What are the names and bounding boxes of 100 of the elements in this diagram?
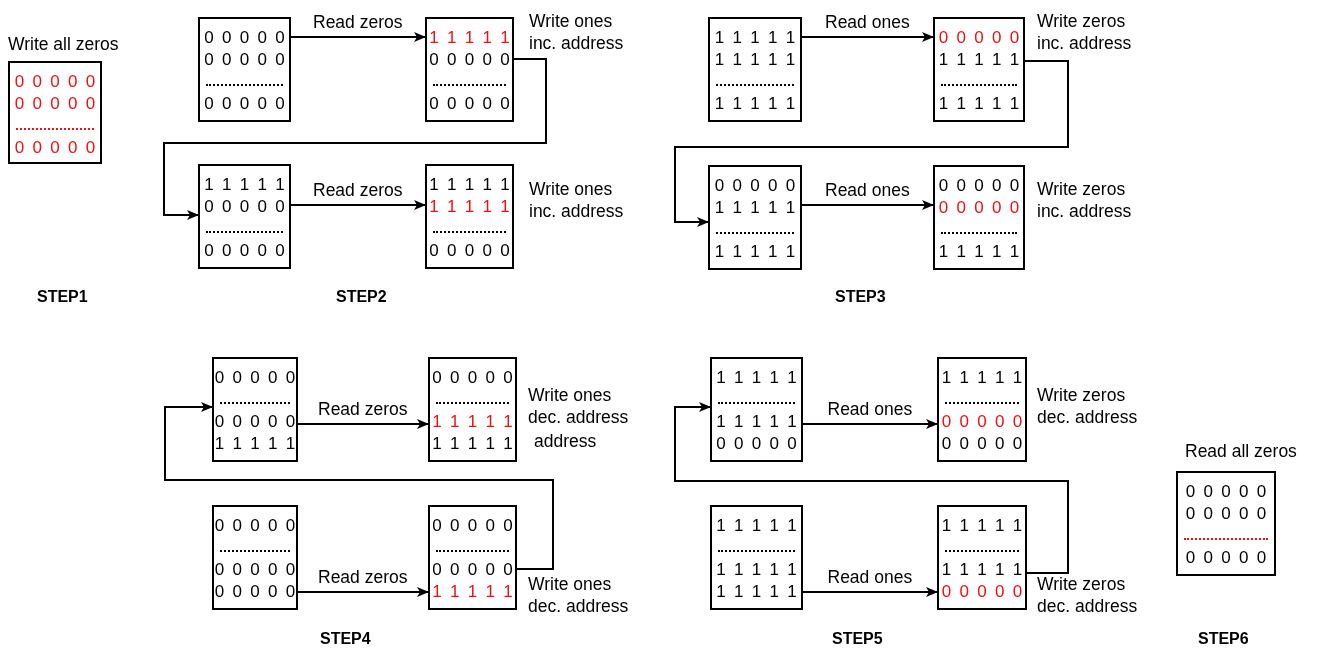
memory-array-box [710, 505, 803, 610]
arrow [802, 587, 938, 597]
memory-row: 0 0 0 0 0 [214, 581, 298, 603]
memory-row: 0 0 0 0 0 [1185, 503, 1269, 525]
memory-row: 0 0 0 0 0 [204, 27, 287, 49]
memory-array-box [428, 357, 517, 462]
memory-row: 1 1 1 1 1 [716, 411, 799, 433]
step-caption: address [534, 430, 597, 452]
memory-row: 1 1 1 1 1 [714, 241, 798, 263]
memory-row: 1 1 1 1 1 [716, 367, 799, 389]
step-caption: Write zeros dec. address [1037, 384, 1139, 428]
memory-array-box [710, 357, 803, 462]
memory-row: 1 1 1 1 1 [429, 174, 512, 196]
memory-row: 1 1 1 1 1 [716, 559, 799, 581]
memory-row: 0 0 0 0 0 [938, 27, 1022, 49]
memory-row: 0 0 0 0 0 [941, 411, 1025, 433]
memory-row: 0 0 0 0 0 [714, 175, 798, 197]
step-caption: Write ones dec. address [528, 573, 630, 617]
memory-array-box [937, 505, 1027, 610]
memory-array-box [1176, 471, 1276, 576]
arrow [297, 419, 429, 429]
arrow [163, 58, 547, 220]
memory-row: 0 0 0 0 0 [204, 49, 287, 71]
memory-row: 1 1 1 1 1 [714, 27, 798, 49]
memory-row: 0 0 0 0 0 [1185, 481, 1269, 503]
memory-row: 0 0 0 0 0 [1185, 547, 1269, 569]
memory-row: 0 0 0 0 0 [14, 93, 98, 115]
memory-row: 1 1 1 1 1 [938, 241, 1022, 263]
step-label: STEP1 [37, 288, 88, 306]
memory-row: 0 0 0 0 0 [432, 515, 515, 537]
memory-row: 0 0 0 0 0 [14, 71, 98, 93]
step-label: STEP4 [320, 630, 371, 648]
step-label: STEP3 [835, 288, 886, 306]
memory-row: 1 1 1 1 1 [716, 581, 799, 603]
memory-row: 0 0 0 0 0 [204, 196, 287, 218]
arrow [297, 587, 429, 597]
memory-row: 0 0 0 0 0 [204, 240, 287, 262]
memory-array-box [8, 61, 102, 164]
arrow [164, 402, 554, 570]
step-caption: Write zeros inc. address [1037, 10, 1133, 54]
memory-row: 0 0 0 0 0 [432, 367, 515, 389]
memory-row: 0 0 0 0 0 [214, 559, 298, 581]
arrow [802, 419, 938, 429]
memory-row: 0 0 0 0 0 [14, 137, 98, 159]
memory-row: 1 1 1 1 1 [432, 433, 515, 455]
arrow [801, 32, 934, 42]
memory-row: 0 0 0 0 0 [214, 515, 298, 537]
memory-array-box [428, 505, 517, 610]
memory-row: 0 0 0 0 0 [938, 197, 1022, 219]
arrow [674, 402, 1069, 574]
memory-row: 1 1 1 1 1 [716, 515, 799, 537]
memory-array-box [937, 357, 1027, 462]
memory-row: 0 0 0 0 0 [429, 93, 512, 115]
arrow [801, 200, 934, 210]
step-caption: Write zeros inc. address [1037, 178, 1133, 222]
memory-row: 1 1 1 1 1 [941, 515, 1025, 537]
memory-row: 0 0 0 0 0 [214, 411, 298, 433]
memory-row: 1 1 1 1 1 [714, 93, 798, 115]
memory-row: 0 0 0 0 0 [941, 581, 1025, 603]
memory-row: 1 1 1 1 1 [429, 27, 512, 49]
step-caption: Write all zeros [8, 33, 120, 55]
memory-array-box [198, 164, 291, 269]
memory-array-box [198, 17, 291, 122]
memory-row: 1 1 1 1 1 [941, 367, 1025, 389]
memory-array-box [425, 164, 514, 269]
step-label: STEP2 [336, 288, 387, 306]
memory-row: 1 1 1 1 1 [214, 433, 298, 455]
memory-array-box [212, 357, 298, 462]
step-label: STEP5 [832, 630, 883, 648]
memory-row: 1 1 1 1 1 [714, 197, 798, 219]
memory-row: 0 0 0 0 0 [941, 433, 1025, 455]
memory-array-box [708, 165, 802, 270]
step-label: STEP6 [1198, 630, 1249, 648]
memory-row: 0 0 0 0 0 [204, 93, 287, 115]
memory-row: 1 1 1 1 1 [432, 581, 515, 603]
memory-row: 1 1 1 1 1 [204, 174, 287, 196]
memory-row: 1 1 1 1 1 [714, 49, 798, 71]
arrow [290, 32, 426, 42]
step-caption: Write ones inc. address [529, 178, 625, 222]
step-caption: Write ones inc. address [529, 10, 625, 54]
step-caption: Read all zeros [1185, 440, 1298, 462]
arrow [674, 60, 1069, 227]
memory-array-box [933, 165, 1025, 270]
memory-row: 0 0 0 0 0 [432, 559, 515, 581]
memory-row: 1 1 1 1 1 [429, 196, 512, 218]
memory-row: 0 0 0 0 0 [429, 49, 512, 71]
memory-array-box [212, 505, 298, 610]
memory-row: 0 0 0 0 0 [429, 240, 512, 262]
memory-row: 1 1 1 1 1 [432, 411, 515, 433]
memory-array-box [933, 17, 1025, 122]
memory-row: 1 1 1 1 1 [938, 93, 1022, 115]
memory-row: 0 0 0 0 0 [214, 367, 298, 389]
memory-row: 1 1 1 1 1 [938, 49, 1022, 71]
step-caption: Write zeros dec. address [1037, 573, 1139, 617]
memory-row: 0 0 0 0 0 [716, 433, 799, 455]
memory-row: 1 1 1 1 1 [941, 559, 1025, 581]
memory-row: 0 0 0 0 0 [938, 175, 1022, 197]
memory-array-box [708, 17, 802, 122]
memory-array-box [425, 17, 514, 122]
arrow [290, 200, 426, 210]
